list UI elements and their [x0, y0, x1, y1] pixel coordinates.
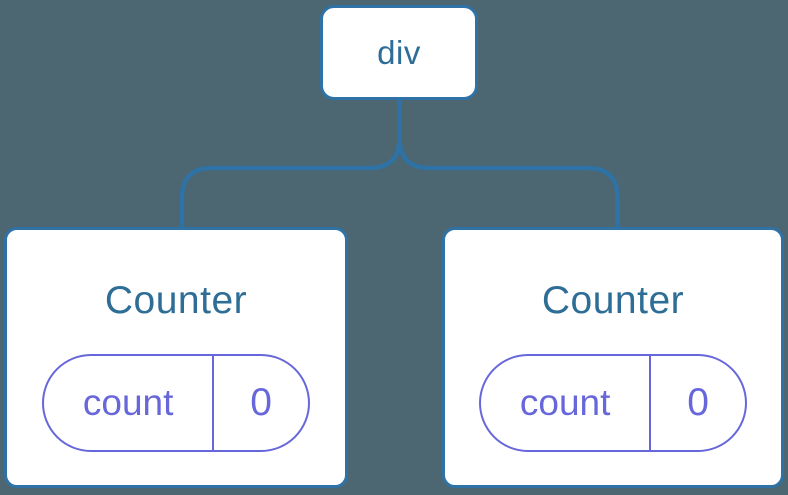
state-value: 0 — [250, 381, 272, 424]
connector-branch-left — [179, 137, 402, 229]
counter-card-right: Counter count 0 — [442, 227, 784, 488]
tree-root-node-div: div — [320, 5, 478, 100]
state-value: 0 — [687, 381, 709, 424]
counter-card-title: Counter — [541, 279, 685, 322]
state-pill: count 0 — [479, 354, 747, 452]
state-key-label: count — [44, 356, 215, 450]
state-pill: count 0 — [42, 354, 310, 452]
connector-branch-right — [397, 137, 620, 229]
state-key-label: count — [481, 356, 652, 450]
counter-card-title: Counter — [104, 279, 248, 322]
counter-card-left: Counter count 0 — [4, 227, 348, 488]
root-node-label: div — [377, 33, 421, 71]
